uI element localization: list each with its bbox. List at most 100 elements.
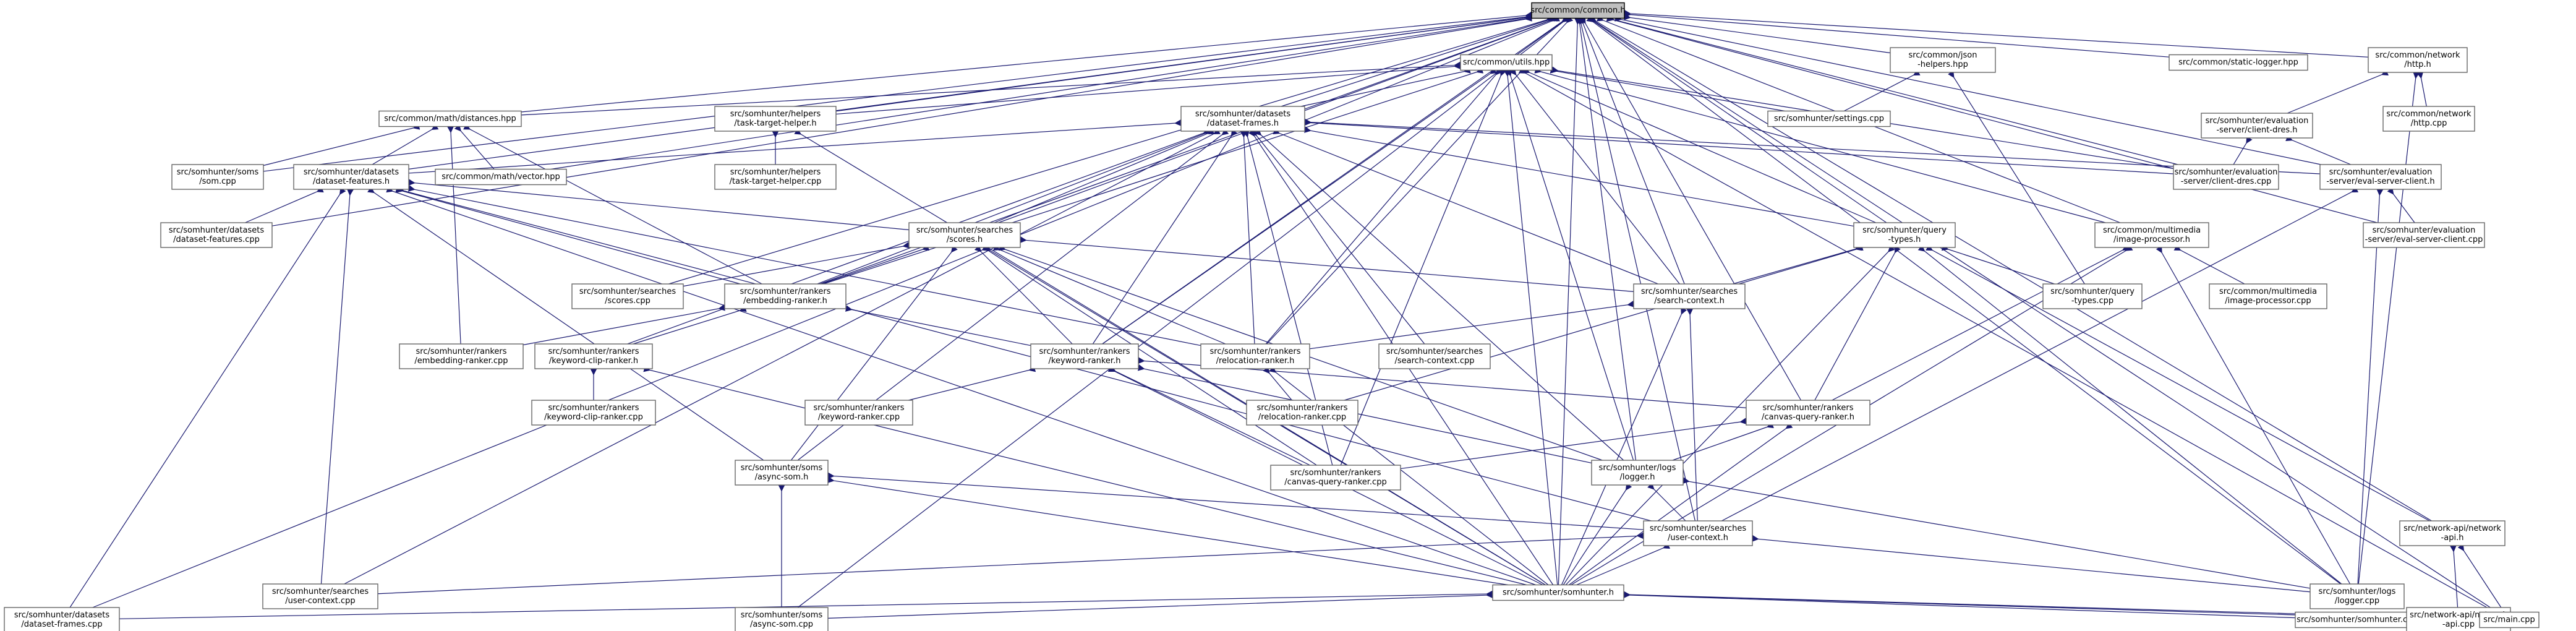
edge-main_cpp-includes-utils_hpp: [1518, 67, 2496, 613]
file-node-label: -server/eval-server-client.h: [2326, 177, 2434, 186]
file-node-embedding-ranker-h[interactable]: src/somhunter/rankers/embedding-ranker.h: [724, 283, 847, 309]
file-node-canvas-query-ranker-cpp[interactable]: src/somhunter/rankers/canvas-query-ranke…: [1270, 465, 1401, 491]
file-node-keyword-clip-ranker-cpp[interactable]: src/somhunter/rankers/keyword-clip-ranke…: [531, 400, 656, 426]
file-node-somhunter-h[interactable]: src/somhunter/somhunter.h: [1492, 584, 1624, 601]
file-node-box: [1246, 400, 1358, 426]
file-node-dataset-features-h[interactable]: src/somhunter/datasets/dataset-features.…: [293, 164, 409, 190]
edge-logger_h-includes-dataset_frames_h: [1254, 128, 1624, 461]
file-node-label: src/somhunter/logs: [1599, 463, 1676, 473]
edge-vector_hpp-includes-common_h: [550, 14, 1532, 170]
edge-keyword_ranker_h-includes-utils_hpp: [1102, 67, 1498, 345]
file-node-keyword-ranker-cpp[interactable]: src/somhunter/rankers/keyword-ranker.cpp: [804, 400, 913, 426]
file-node-user-context-cpp[interactable]: src/somhunter/searches/user-context.cpp: [262, 583, 378, 609]
file-node-label: -server/client-dres.cpp: [2181, 177, 2272, 186]
file-node-dataset-features-cpp[interactable]: src/somhunter/datasets/dataset-features.…: [160, 222, 273, 248]
file-node-label: src/somhunter/rankers: [813, 403, 904, 413]
file-node-common-h[interactable]: src/common/common.h: [1530, 2, 1626, 19]
file-node-static-logger[interactable]: src/common/static-logger.hpp: [2169, 54, 2308, 71]
file-node-label: /search-context.h: [1654, 296, 1725, 306]
file-node-label: src/common/utils.hpp: [1463, 58, 1550, 67]
file-node-label: /user-context.h: [1668, 533, 1728, 543]
file-node-async-som-cpp[interactable]: src/somhunter/soms/async-som.cpp: [735, 607, 829, 631]
file-node-label: /search-context.cpp: [1394, 356, 1474, 366]
file-node-logger-h[interactable]: src/somhunter/logs/logger.h: [1591, 460, 1684, 486]
file-node-network-api-h[interactable]: src/network-api/network-api.h: [2399, 520, 2506, 546]
file-node-main-cpp[interactable]: src/main.cpp: [2479, 611, 2540, 629]
file-node-box: [2042, 283, 2143, 309]
file-node-relocation-ranker-h[interactable]: src/somhunter/rankers/relocation-ranker.…: [1200, 343, 1310, 369]
edge-embedding_ranker_cpp-includes-embedding_ranker_h: [522, 304, 725, 346]
edge-embedding_ranker_h-includes-dataset_frames_h: [817, 127, 1213, 285]
file-node-image-processor-h[interactable]: src/common/multimedia/image-processor.h: [2094, 222, 2209, 248]
file-node-somhunter-cpp[interactable]: src/somhunter/somhunter.cpp: [2295, 611, 2420, 629]
file-node-dataset-frames-cpp[interactable]: src/somhunter/datasets/dataset-frames.cp…: [4, 607, 120, 631]
file-node-label: /canvas-query-ranker.h: [1762, 413, 1854, 422]
file-node-search-context-h[interactable]: src/somhunter/searches/search-context.h: [1633, 283, 1746, 309]
edge-scores_cpp-includes-scores_h: [683, 242, 910, 287]
file-node-box: [2201, 113, 2313, 139]
edge-relocation_ranker_cpp-includes-relocation_ranker_h: [1263, 366, 1292, 401]
file-node-query-types-h[interactable]: src/somhunter/query-types.h: [1853, 222, 1956, 248]
file-node-box: [2319, 164, 2442, 190]
edge-network_http-includes-common_h: [1624, 10, 2369, 58]
file-node-search-context-cpp[interactable]: src/somhunter/searches/search-context.cp…: [1378, 343, 1491, 369]
file-node-scores-cpp[interactable]: src/somhunter/searches/scores.cpp: [571, 283, 684, 309]
file-node-relocation-ranker-cpp[interactable]: src/somhunter/rankers/relocation-ranker.…: [1246, 400, 1358, 426]
file-node-task-target-helper-h[interactable]: src/somhunter/helpers/task-target-helper…: [714, 106, 837, 132]
file-node-box: [1200, 343, 1310, 369]
edge-search_context_h-includes-utils_hpp: [1509, 68, 1680, 285]
edge-somhunter_h-includes-logger_h: [1563, 483, 1632, 585]
file-node-scores-h[interactable]: src/somhunter/searches/scores.h: [908, 222, 1021, 248]
edge-somhunter_h-includes-utils_hpp: [1503, 69, 1558, 585]
file-node-box: [1492, 584, 1624, 601]
edge-somhunter_h-includes-query_types_h: [1565, 245, 1895, 585]
file-node-som-cpp[interactable]: src/somhunter/soms/som.cpp: [171, 164, 264, 190]
file-node-box: [714, 106, 837, 132]
file-node-box: [804, 400, 913, 426]
edge-somhunter_h-includes-user_context_h: [1576, 543, 1671, 586]
file-node-box: [1030, 343, 1139, 369]
file-node-label: /http.h: [2404, 60, 2431, 69]
file-node-canvas-query-ranker-h[interactable]: src/somhunter/rankers/canvas-query-ranke…: [1746, 400, 1870, 426]
file-node-label: src/somhunter/query: [1862, 226, 1947, 235]
edge-embedding_ranker_h-includes-scores_h: [821, 244, 930, 285]
file-node-vector-hpp[interactable]: src/common/math/vector.hpp: [435, 168, 567, 186]
file-node-box: [1180, 106, 1305, 132]
edge-logger_cpp-includes-eval_server_client_h: [2357, 189, 2384, 585]
edge-query_types_cpp-includes-json_helpers: [1948, 71, 2085, 285]
file-node-task-target-helper-cpp[interactable]: src/somhunter/helpers/task-target-helper…: [714, 164, 837, 190]
edge-logger_cpp-includes-user_context_h: [1752, 535, 2311, 593]
file-node-user-context-h[interactable]: src/somhunter/searches/user-context.h: [1643, 520, 1753, 546]
file-node-http-cpp[interactable]: src/common/network/http.cpp: [2382, 106, 2475, 132]
file-node-label: src/somhunter/searches: [1650, 524, 1746, 533]
file-node-label: src/somhunter/somhunter.h: [1503, 588, 1614, 598]
file-node-eval-server-client-cpp[interactable]: src/somhunter/evaluation-server/eval-ser…: [2363, 222, 2485, 248]
file-node-distances-hpp[interactable]: src/common/math/distances.hpp: [378, 110, 522, 127]
file-node-label: src/main.cpp: [2483, 616, 2535, 625]
file-node-network-http[interactable]: src/common/network/http.h: [2368, 47, 2468, 73]
file-node-label: /http.cpp: [2411, 119, 2447, 128]
file-node-client-dres-cpp[interactable]: src/somhunter/evaluation-server/client-d…: [2173, 164, 2279, 190]
file-node-keyword-clip-ranker-h[interactable]: src/somhunter/rankers/keyword-clip-ranke…: [534, 343, 653, 369]
file-node-dataset-frames-h[interactable]: src/somhunter/datasets/dataset-frames.h: [1180, 106, 1305, 132]
edge-dataset_frames_cpp-includes-somhunter_h: [119, 590, 1493, 619]
file-node-client-dres-h[interactable]: src/somhunter/evaluation-server/client-d…: [2201, 113, 2313, 139]
edge-embedding_ranker_h-includes-distances_hpp: [463, 123, 762, 285]
file-node-eval-server-client-h[interactable]: src/somhunter/evaluation-server/eval-ser…: [2319, 164, 2442, 190]
file-node-image-processor-cpp[interactable]: src/common/multimedia/image-processor.cp…: [2209, 283, 2327, 309]
edge-dataset_features_cpp-includes-common_h: [271, 15, 1532, 226]
edge-som_cpp-includes-distances_hpp: [263, 123, 420, 166]
file-node-label: src/somhunter/rankers: [548, 403, 639, 413]
file-node-async-som-h[interactable]: src/somhunter/soms/async-som.h: [735, 460, 829, 486]
edge-relocation_ranker_h-includes-dataset_frames_h: [1240, 131, 1255, 345]
edge-canvas_query_ranker_h-includes-common_h: [1579, 16, 1802, 401]
file-node-label: -types.h: [1888, 235, 1921, 244]
file-node-settings-cpp[interactable]: src/somhunter/settings.cpp: [1767, 110, 1891, 127]
file-node-query-types-cpp[interactable]: src/somhunter/query-types.cpp: [2042, 283, 2143, 309]
file-node-label: src/somhunter/evaluation: [2206, 116, 2309, 126]
file-node-utils-hpp[interactable]: src/common/utils.hpp: [1460, 54, 1553, 71]
file-node-logger-cpp[interactable]: src/somhunter/logs/logger.cpp: [2309, 583, 2405, 609]
file-node-json-helpers[interactable]: src/common/json-helpers.hpp: [1890, 47, 1996, 73]
file-node-keyword-ranker-h[interactable]: src/somhunter/rankers/keyword-ranker.h: [1030, 343, 1139, 369]
file-node-embedding-ranker-cpp[interactable]: src/somhunter/rankers/embedding-ranker.c…: [399, 343, 524, 369]
